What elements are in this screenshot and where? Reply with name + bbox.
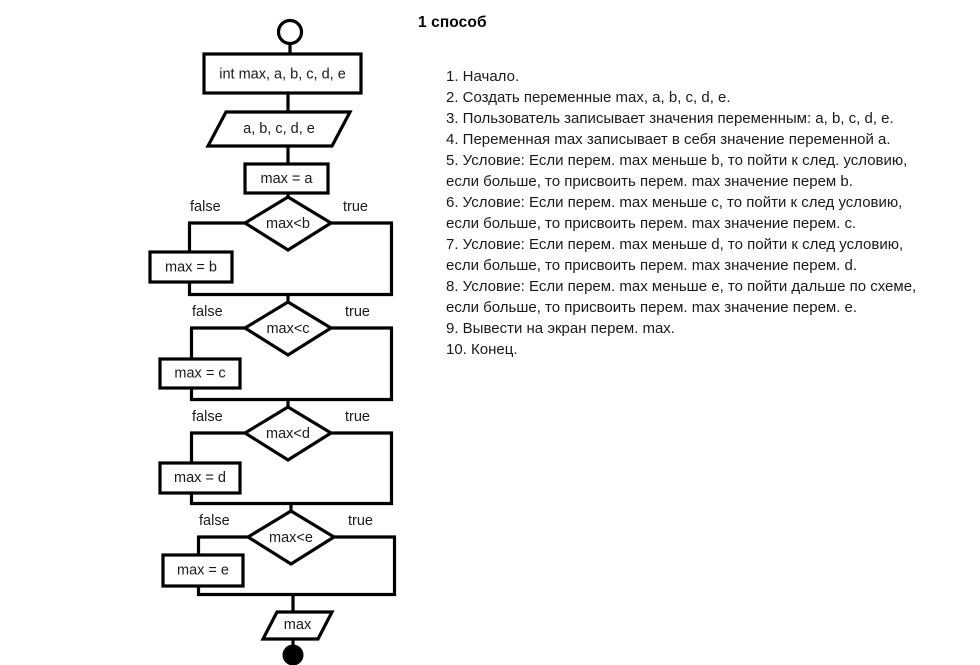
process-assign-b-box — [148, 250, 234, 284]
decision-block-max-lt-d: max<d max = d false true — [158, 399, 394, 506]
branch-label-true-c: true — [345, 304, 370, 320]
list-item: 10. Конец. — [446, 341, 518, 358]
list-item: если больше, то присвоить перем. max зна… — [446, 257, 858, 274]
list-item: 1. Начало. — [446, 68, 520, 85]
description-panel: 1 способ 1. Начало. 2. Создать переменны… — [410, 0, 980, 665]
start-circle — [276, 18, 304, 46]
io-output-label: max — [284, 617, 312, 633]
algorithm-steps-list: 1. Начало. 2. Создать переменные max, a,… — [446, 66, 976, 360]
flowchart-panel: int max, a, b, c, d, e a, b, c, d, e max… — [0, 0, 410, 665]
decision-condition-e: max<e — [269, 530, 313, 546]
io-input-parallelogram — [205, 110, 353, 148]
decision-diamond-c — [241, 300, 335, 357]
list-item: 6. Условие: Если перем. max меньше c, то… — [446, 194, 903, 211]
process-assign-e-label: max = e — [177, 562, 229, 578]
list-item: 5. Условие: Если перем. max меньше b, то… — [446, 152, 908, 169]
list-item: если больше, то присвоить перем. max зна… — [446, 173, 853, 190]
flowchart-diagram: int max, a, b, c, d, e a, b, c, d, e max… — [148, 18, 397, 665]
process-assign-d-box — [158, 461, 242, 495]
process-declare-label: int max, a, b, c, d, e — [219, 66, 346, 82]
io-input-label: a, b, c, d, e — [243, 121, 315, 137]
process-assign-e-box — [161, 553, 245, 588]
list-item: если больше, то присвоить перем. max зна… — [446, 215, 857, 232]
process-assign-c-box — [158, 357, 242, 390]
end-circle — [282, 644, 304, 665]
process-init-box — [243, 162, 330, 195]
list-item: 2. Создать переменные max, a, b, c, d, e… — [446, 89, 731, 106]
process-init-label: max = a — [261, 171, 314, 187]
decision-block-max-lt-e: max<e max = e false true — [161, 503, 397, 597]
decision-block-max-lt-b: max<b max = b false true — [148, 193, 394, 297]
process-assign-d-label: max = d — [174, 470, 226, 486]
decision-diamond-b — [241, 195, 335, 252]
list-item: 7. Условие: Если перем. max меньше d, то… — [446, 236, 904, 253]
list-item: 4. Переменная max записывает в себя знач… — [446, 131, 891, 148]
process-declare-box — [202, 52, 363, 95]
branch-label-false-c: false — [192, 304, 223, 320]
branch-label-false-b: false — [190, 199, 221, 215]
decision-diamond-e — [244, 509, 338, 566]
list-item: 8. Условие: Если перем. max меньше e, то… — [446, 278, 917, 295]
decision-condition-d: max<d — [266, 426, 310, 442]
page-title: 1 способ — [418, 14, 487, 31]
decision-diamond-d — [241, 405, 335, 462]
branch-label-true-b: true — [343, 199, 368, 215]
decision-block-max-lt-c: max<c max = c false true — [158, 294, 394, 402]
list-item: 9. Вывести на экран перем. max. — [446, 320, 675, 337]
decision-condition-b: max<b — [266, 216, 310, 232]
branch-label-false-d: false — [192, 409, 223, 425]
decision-condition-c: max<c — [266, 321, 309, 337]
branch-label-true-d: true — [345, 409, 370, 425]
list-item: 3. Пользователь записывает значения пере… — [446, 110, 894, 127]
list-item: если больше, то присвоить перем. max зна… — [446, 299, 858, 316]
io-output-parallelogram — [260, 610, 335, 641]
branch-label-false-e: false — [199, 513, 230, 529]
process-assign-b-label: max = b — [165, 259, 217, 275]
process-assign-c-label: max = c — [174, 365, 225, 381]
branch-label-true-e: true — [348, 513, 373, 529]
